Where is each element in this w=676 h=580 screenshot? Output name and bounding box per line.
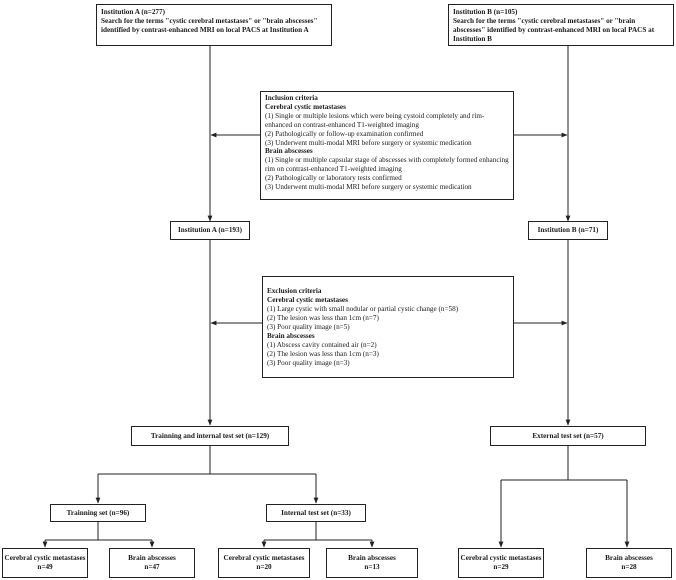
external-abscesses-box: Brain abscesses n=28	[586, 548, 672, 578]
internal-test-set-label: Internal test set (n=33)	[281, 508, 351, 517]
inclusion-metastases-heading: Cerebral cystic metastases	[265, 102, 346, 111]
external-metastases-box: Cerebral cystic metastases n=29	[458, 548, 544, 578]
internal-abscesses-count: n=13	[364, 563, 380, 571]
internal-metastases-count: n=20	[256, 563, 272, 571]
exclusion-criteria-box: Exclusion criteria Cerebral cystic metas…	[262, 276, 514, 378]
institution-a-source-box: Institution A (n=277) Search for the ter…	[96, 4, 332, 46]
institution-a-included-box: Institution A (n=193)	[170, 221, 250, 240]
exclusion-metastases-item: (3) Poor quality image (n=5)	[267, 323, 350, 331]
internal-abscesses-box: Brain abscesses n=13	[326, 548, 418, 578]
exclusion-metastases-heading: Cerebral cystic metastases	[267, 296, 348, 304]
inclusion-metastases-item: (2) Pathologically or follow-up examinat…	[265, 129, 424, 138]
external-test-set-label: External test set (n=57)	[532, 431, 604, 440]
training-abscesses-count: n=47	[144, 563, 160, 571]
exclusion-title: Exclusion criteria	[267, 287, 322, 295]
external-test-set-box: External test set (n=57)	[490, 426, 646, 446]
training-metastases-box: Cerebral cystic metastases n=49	[2, 548, 88, 578]
internal-metastases-label: Cerebral cystic metastases	[223, 554, 305, 562]
internal-test-set-box: Internal test set (n=33)	[266, 504, 366, 522]
institution-b-source-desc: Search for the terms "cystic cerebral me…	[453, 17, 655, 43]
training-set-box: Trainning set (n=96)	[50, 504, 146, 522]
exclusion-abscess-item: (2) The lesion was less than 1cm (n=3)	[267, 350, 379, 358]
inclusion-abscess-heading: Brain abscesses	[265, 147, 313, 156]
training-metastases-label: Cerebral cystic metastases	[4, 554, 86, 562]
inclusion-criteria-box: Inclusion criteria Cerebral cystic metas…	[260, 91, 514, 200]
inclusion-abscess-item: (2) Pathologically or laboratory tests c…	[265, 174, 402, 183]
exclusion-abscess-item: (1) Abscess cavity contained air (n=2)	[267, 341, 377, 349]
institution-b-source-box: Institution B (n=105) Search for the ter…	[448, 4, 674, 46]
inclusion-title: Inclusion criteria	[265, 94, 318, 102]
inclusion-metastases-item: (3) Underwent multi-modal MRI before sur…	[265, 138, 472, 147]
training-abscesses-label: Brain abscesses	[128, 554, 176, 562]
external-metastases-label: Cerebral cystic metastases	[460, 554, 542, 562]
training-set-label: Trainning set (n=96)	[66, 508, 130, 517]
inclusion-metastases-item: (1) Single or multiple lesions which wer…	[265, 111, 485, 129]
external-abscesses-count: n=28	[621, 563, 637, 571]
institution-b-included-label: Institution B (n=71)	[537, 226, 599, 234]
internal-metastases-box: Cerebral cystic metastases n=20	[218, 548, 310, 578]
exclusion-metastases-item: (2) The lesion was less than 1cm (n=7)	[267, 314, 379, 322]
exclusion-abscess-item: (3) Poor quality image (n=3)	[267, 359, 350, 367]
external-abscesses-label: Brain abscesses	[605, 554, 653, 562]
external-metastases-count: n=29	[493, 563, 509, 571]
institution-a-source-title: Institution A (n=277)	[101, 8, 166, 16]
internal-abscesses-label: Brain abscesses	[348, 554, 396, 562]
training-abscesses-box: Brain abscesses n=47	[109, 548, 195, 578]
institution-b-source-title: Institution B (n=105)	[453, 8, 518, 16]
exclusion-abscess-heading: Brain abscesses	[267, 332, 315, 340]
institution-b-included-box: Institution B (n=71)	[528, 221, 608, 240]
institution-a-source-desc: Search for the terms "cystic cerebral me…	[101, 17, 318, 34]
inclusion-abscess-item: (1) Single or multiple capsular stage of…	[265, 156, 509, 174]
exclusion-metastases-item: (1) Large cystic with small nodular or p…	[267, 305, 459, 313]
training-metastases-count: n=49	[37, 563, 53, 571]
institution-a-included-label: Institution A (n=193)	[177, 226, 242, 234]
training-internal-set-label: Trainning and internal test set (n=129)	[150, 431, 270, 440]
training-internal-set-box: Trainning and internal test set (n=129)	[131, 426, 289, 446]
inclusion-abscess-item: (3) Underwent multi-modal MRI before sur…	[265, 183, 472, 192]
